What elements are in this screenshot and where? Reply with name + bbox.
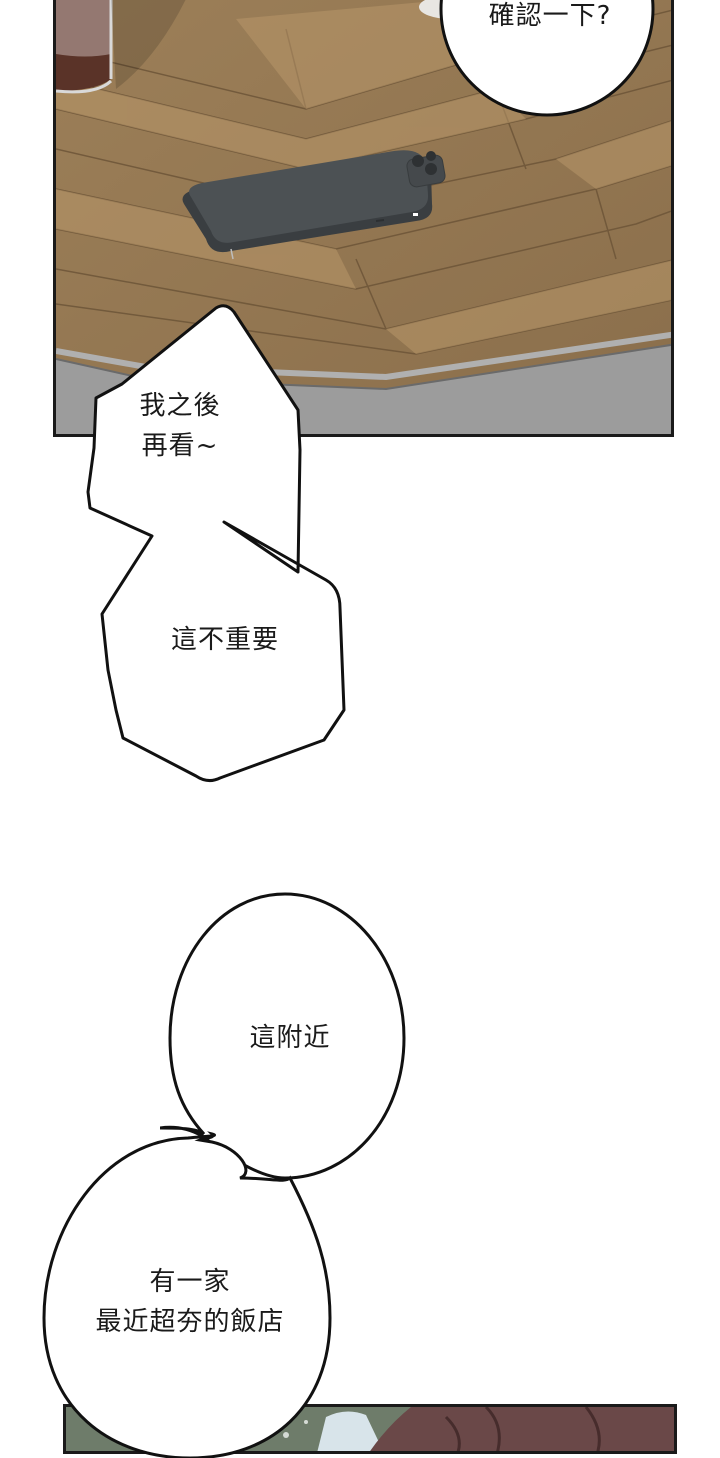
bubble-text-hotel-line2: 最近超夯的飯店 <box>95 1307 285 1337</box>
bubble-text-nearby: 這附近 <box>249 1023 331 1053</box>
bubble-text-not-important: 這不重要 <box>170 625 279 655</box>
iced-drink-cup <box>56 0 186 94</box>
speech-bubble-hotel <box>40 1128 340 1458</box>
bubble-text-confirm: 確認一下? <box>488 1 612 31</box>
bubble-text-hotel-line1: 有一家 <box>149 1267 231 1297</box>
speech-bubble-confirm <box>438 0 656 118</box>
smartphone <box>182 150 446 260</box>
oval-bubble-shape <box>42 1131 332 1458</box>
jagged-bubble-shape <box>86 304 346 783</box>
oval-bubble-shape <box>439 0 655 117</box>
bubble-text-later-line2: 再看~ <box>141 431 219 461</box>
speech-bubble-jagged-double <box>78 298 348 788</box>
bubble-text-later-line1: 我之後 <box>139 391 221 421</box>
